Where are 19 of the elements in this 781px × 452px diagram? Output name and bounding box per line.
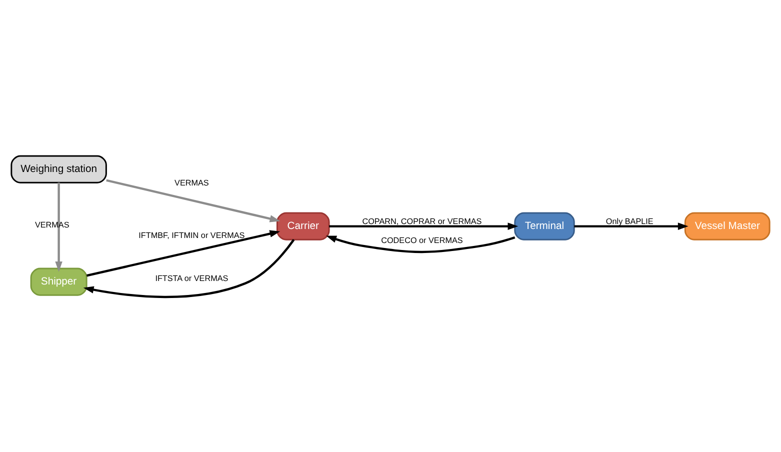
arrow: [86, 230, 280, 276]
arrow: [106, 178, 280, 222]
node-box: Shipper: [30, 267, 88, 296]
edge-label: IFTMBF, IFTMIN or VERMAS: [138, 230, 245, 240]
arrow: [83, 238, 295, 298]
edge-label: VERMAS: [34, 220, 70, 230]
edge-label: CODECO or VERMAS: [381, 236, 463, 245]
arrow: [329, 222, 518, 230]
edge-label: IFTSTA or VERMAS: [155, 273, 228, 282]
node-box: Carrier: [276, 212, 330, 240]
arrow: [574, 222, 688, 230]
edge-label: COPARN, COPRAR or VERMAS: [362, 216, 482, 226]
node-box: Weighing station: [10, 154, 107, 183]
edge-label: Only BAPLIE: [606, 216, 654, 226]
edge-label: VERMAS: [174, 178, 209, 187]
arrow: [55, 182, 62, 272]
node-box: Vessel Master: [684, 212, 770, 240]
arrow: [326, 235, 516, 253]
node-box: Terminal: [514, 212, 575, 240]
